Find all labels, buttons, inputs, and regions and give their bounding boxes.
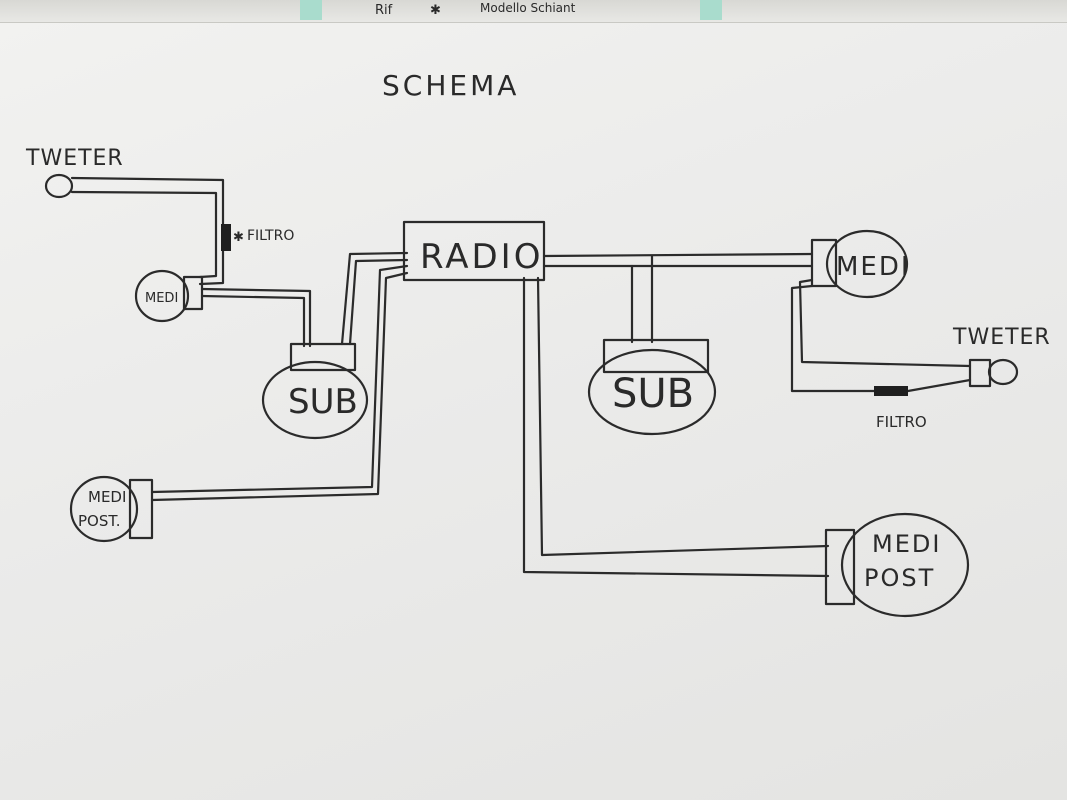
tweeter-right-icon xyxy=(987,358,1019,386)
wire-tweeter-left-outer xyxy=(70,176,225,226)
wire-radio-to-medi-post-right-b xyxy=(536,276,830,557)
sub-left-connector xyxy=(289,342,357,372)
wire-radio-to-medi-post-left-b xyxy=(150,271,409,502)
wire-medi-right-to-tweeter xyxy=(798,278,972,368)
medi-right-label: MEDI xyxy=(836,252,911,282)
wire-tweeter-left-inner xyxy=(70,190,218,279)
sub-left-label: SUB xyxy=(288,382,358,422)
filter-left-icon xyxy=(221,224,231,251)
wire-filter-left-to-medi xyxy=(198,249,225,286)
medi-left-connector xyxy=(182,275,204,311)
diagram-title: SCHEMA xyxy=(382,69,519,102)
tweeter-right-connector xyxy=(968,358,992,388)
medi-post-left-label-2: POST. xyxy=(78,512,121,530)
header-fragment-right: Modello Schiant xyxy=(480,1,576,15)
medi-right-icon xyxy=(825,229,909,299)
medi-left-label: MEDI xyxy=(145,291,178,306)
star-icon: ✱ xyxy=(430,3,441,18)
medi-right-connector xyxy=(810,238,838,288)
filter-left-label: FILTRO xyxy=(247,228,294,244)
wire-radio-to-medi-right-a xyxy=(542,252,814,258)
wire-medi-left-to-sub-a xyxy=(200,287,312,348)
wire-radio-to-sub-left-a xyxy=(340,251,409,346)
teal-tab-left xyxy=(300,0,322,20)
tweeter-left-icon xyxy=(44,173,74,199)
medi-post-left-icon xyxy=(69,475,139,543)
radio-label: RADIO xyxy=(420,237,543,277)
wire-radio-to-medi-post-right-a xyxy=(522,276,830,578)
filter-left-star-icon: ✱ xyxy=(233,230,244,245)
medi-left-icon xyxy=(134,269,190,323)
medi-post-left-label-1: MEDI xyxy=(88,488,126,506)
medi-post-right-connector xyxy=(824,528,856,606)
sub-center-connector xyxy=(602,338,710,374)
radio-unit xyxy=(402,220,546,282)
medi-post-left-connector xyxy=(128,478,154,540)
tweeter-right-label: TWETER xyxy=(952,325,1051,350)
medi-post-right-label-2: POST xyxy=(864,564,935,592)
filter-right-label: FILTRO xyxy=(876,413,927,431)
filter-right-icon xyxy=(874,386,908,396)
sub-center-icon xyxy=(587,348,717,436)
wire-medi-left-to-sub-b xyxy=(200,294,306,348)
medi-post-right-label-1: MEDI xyxy=(872,530,941,558)
header-fragment-left: Rif xyxy=(375,3,393,18)
medi-post-right-icon xyxy=(840,512,970,618)
wire-filter-right-to-tweeter xyxy=(906,378,972,393)
tweeter-left-label: TWETER xyxy=(25,146,124,171)
sub-center-label: SUB xyxy=(612,371,694,417)
sub-left-icon xyxy=(261,360,369,440)
teal-tab-right xyxy=(700,0,722,20)
wire-radio-to-medi-post-left-a xyxy=(150,264,409,494)
wire-radio-to-sub-left-b xyxy=(348,258,409,346)
wire-medi-right-to-filter xyxy=(790,284,876,393)
underlying-sheet-strip xyxy=(0,0,1067,23)
